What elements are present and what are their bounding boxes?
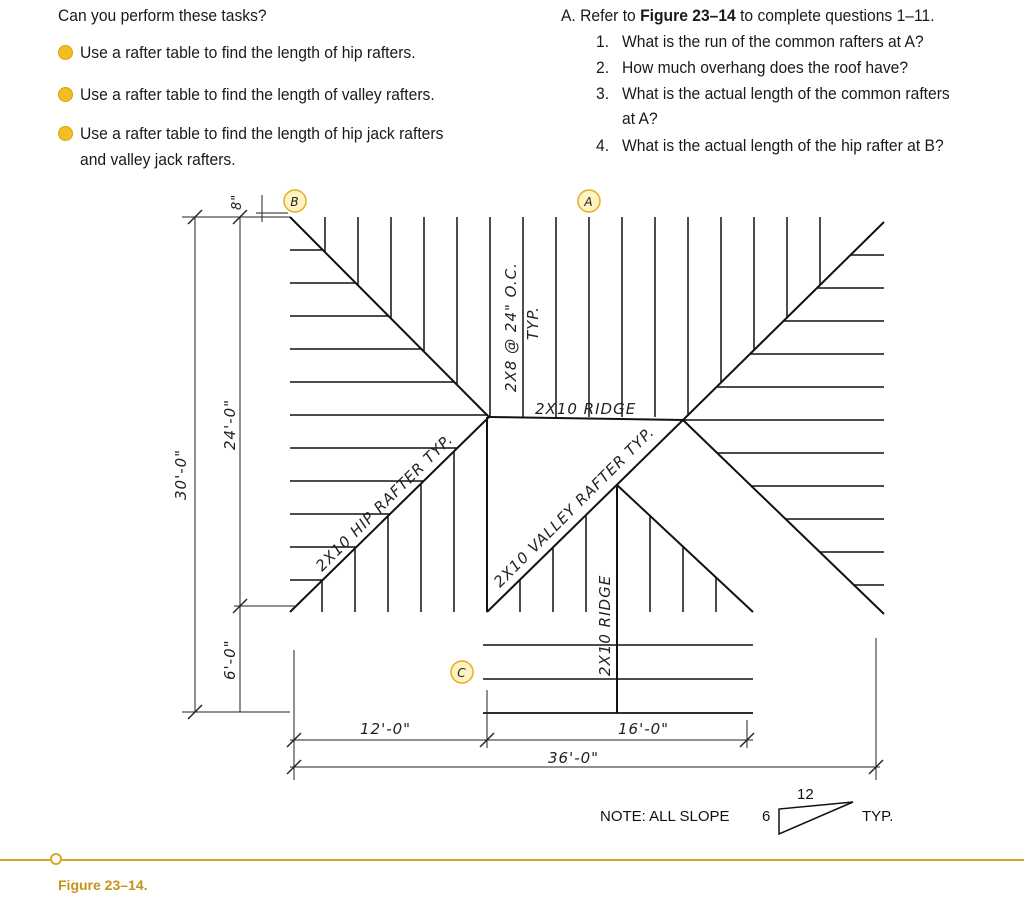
slope-note-prefix: NOTE: ALL SLOPE <box>600 808 730 825</box>
intro-suffix: to complete questions 1–11. <box>735 6 935 25</box>
rafter-spacing-callout: 2X8 @ 24" O.C. <box>502 262 520 392</box>
figure-caption: Figure 23–14. <box>58 877 148 893</box>
question-text: What is the actual length of the common … <box>622 84 950 103</box>
main-ridge-line <box>488 416 684 421</box>
main-ridge-callout: 2X10 RIDGE <box>535 400 636 418</box>
dim-left-width: 12'-0" <box>360 720 411 738</box>
question-number: 2. <box>596 58 610 77</box>
hip-rafter-left-top <box>289 216 490 418</box>
caption-rule <box>0 859 1024 861</box>
point-a-label: A <box>583 195 593 209</box>
dim-wing-width: 16'-0" <box>618 720 669 738</box>
valley-rafter-callout: 2X10 VALLEY RAFTER TYP. <box>490 423 658 591</box>
point-b-label: B <box>290 195 299 209</box>
point-b-marker <box>283 189 307 213</box>
caption-rule-circle-icon <box>50 853 62 865</box>
dim-total-width: 36'-0" <box>548 749 599 767</box>
hip-rafter-left-bottom <box>289 416 490 613</box>
question-text-continued: at A? <box>622 109 658 128</box>
question-number: 4. <box>596 136 610 155</box>
bullet-dot-icon <box>58 45 73 60</box>
dim-overhang: 8" <box>230 194 245 210</box>
point-c-label: C <box>457 666 466 680</box>
tasks-heading: Can you perform these tasks? <box>58 6 267 25</box>
task-item: Use a rafter table to find the length of… <box>80 43 416 62</box>
wing-hip-right <box>616 484 754 613</box>
rafter-spacing-typ: TYP. <box>524 306 542 340</box>
rafter-lines <box>290 217 884 714</box>
hip-rafter-right-top <box>682 221 885 421</box>
hip-rafter-right-bottom <box>682 419 885 615</box>
point-c-marker <box>450 660 474 684</box>
question-text: How much overhang does the roof have? <box>622 58 909 77</box>
question-text: What is the run of the common rafters at… <box>622 32 924 51</box>
dimension-lines <box>182 195 880 780</box>
question-number: 1. <box>596 32 610 51</box>
slope-run: 12 <box>797 786 814 803</box>
bullet-dot-icon <box>58 126 73 141</box>
hip-rafter-callout: 2X10 HIP RAFTER TYP. <box>312 430 457 575</box>
bullet-dot-icon <box>58 87 73 102</box>
intro-prefix: A. Refer to <box>561 6 641 25</box>
dim-wing-depth: 6'-0" <box>221 639 239 680</box>
slope-triangle-icon <box>778 801 854 836</box>
question-number: 3. <box>596 84 610 103</box>
roof-framing-plan: B A C 8" 30'-0" 24'-0" 6'-0" 12'-0" 16'-… <box>172 189 893 836</box>
figure-reference: Figure 23–14 <box>640 6 736 25</box>
framing-members <box>289 216 885 713</box>
dim-main-depth: 24'-0" <box>221 399 239 450</box>
point-a-marker <box>577 189 601 213</box>
valley-rafter <box>486 419 684 613</box>
dim-total-depth: 30'-0" <box>172 449 190 500</box>
slope-rise: 6 <box>762 808 770 825</box>
slope-note-suffix: TYP. <box>862 808 893 825</box>
dimension-ticks <box>187 209 884 775</box>
question-text: What is the actual length of the hip raf… <box>622 136 944 155</box>
questions-intro: A. Refer to Figure 23–14 to complete que… <box>561 3 935 29</box>
task-item-continued: and valley jack rafters. <box>80 150 236 169</box>
wing-ridge-callout: 2X10 RIDGE <box>596 575 614 676</box>
task-item: Use a rafter table to find the length of… <box>80 124 444 143</box>
task-item: Use a rafter table to find the length of… <box>80 85 435 104</box>
